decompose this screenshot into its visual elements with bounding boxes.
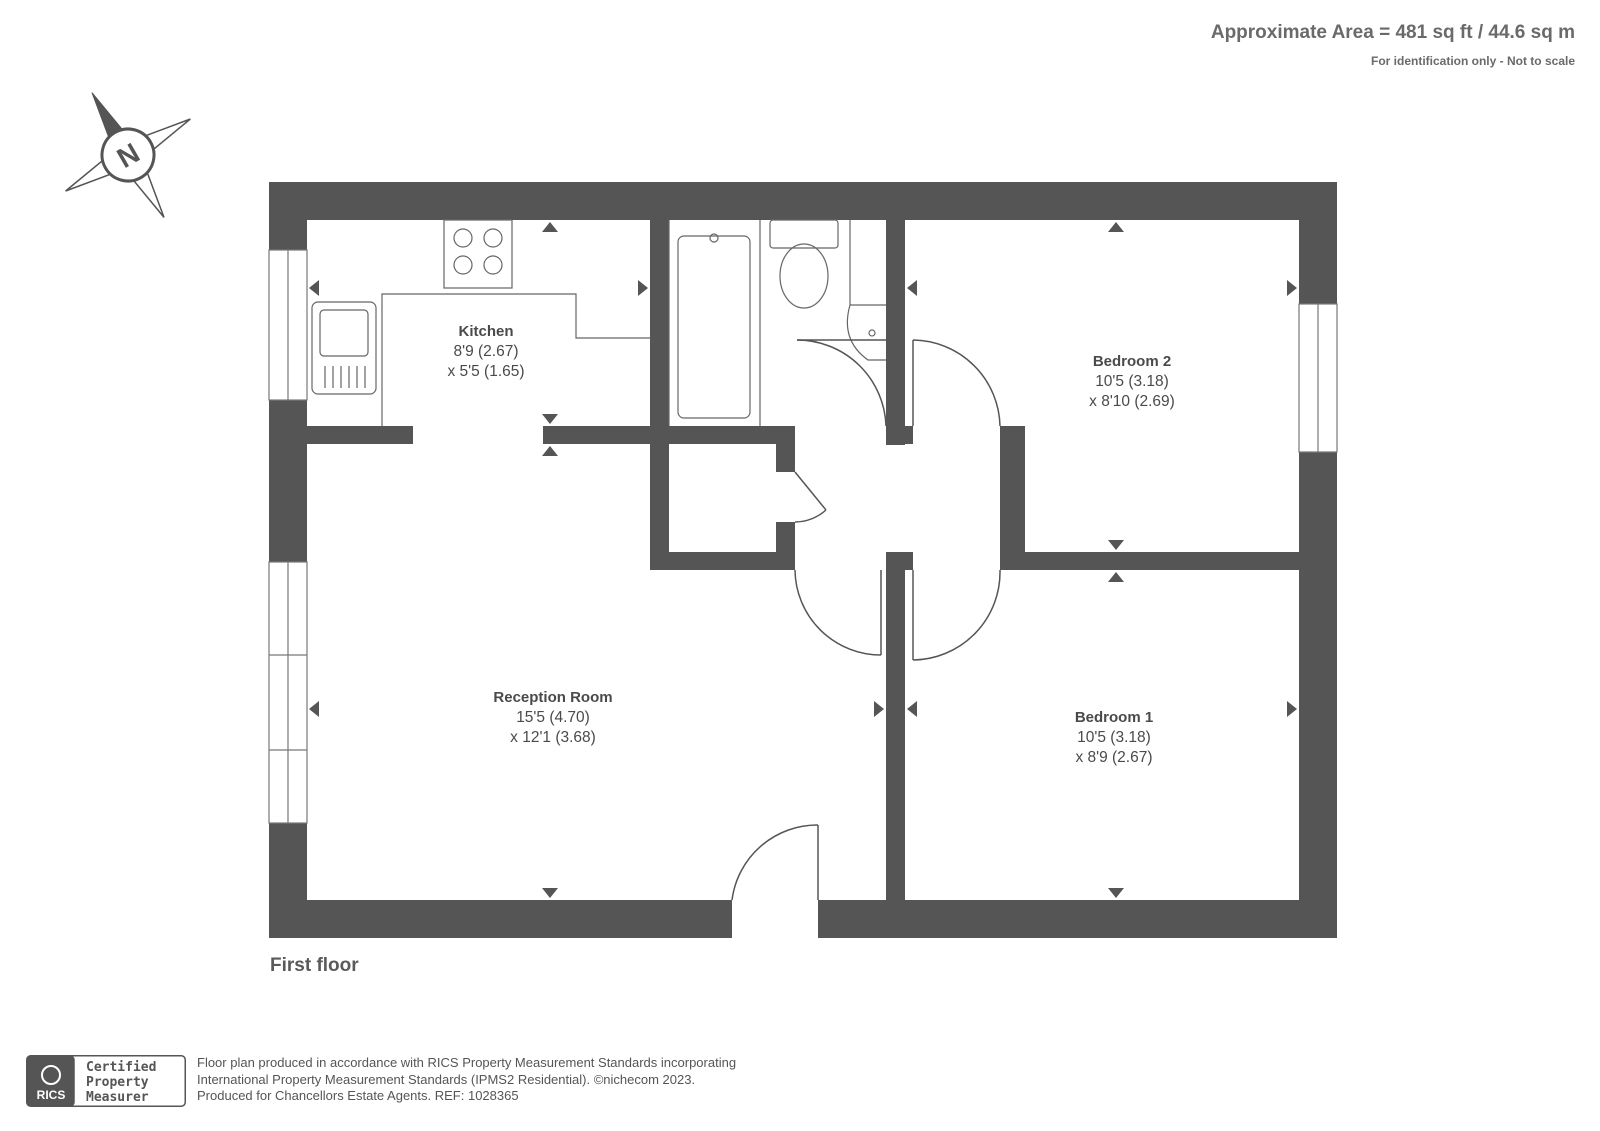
rics-crest-icon	[41, 1065, 61, 1085]
bathroom-fixtures	[668, 219, 886, 426]
dimension-markers	[309, 222, 1297, 898]
room-dimension: 15'5 (4.70)	[516, 709, 590, 726]
walls	[269, 182, 1337, 938]
room-label-reception: Reception Room 15'5 (4.70) x 12'1 (3.68)	[493, 688, 612, 748]
logo-line3: Measurer	[86, 1090, 149, 1105]
room-dimension: 10'5 (3.18)	[1077, 729, 1151, 746]
logo-line1: Certified	[86, 1060, 156, 1075]
footer-disclaimer: Floor plan produced in accordance with R…	[197, 1055, 736, 1105]
room-name: Reception Room	[493, 689, 613, 706]
footer-line: Produced for Chancellors Estate Agents. …	[197, 1088, 519, 1103]
compass-icon: N	[65, 92, 191, 218]
room-name: Bedroom 2	[1092, 353, 1172, 370]
footer-line: International Property Measurement Stand…	[197, 1071, 696, 1087]
logo-brand: RICS	[37, 1088, 66, 1102]
logo-line2: Property	[86, 1075, 149, 1090]
kitchen-fixtures	[311, 219, 650, 426]
room-dimension: 10'5 (3.18)	[1095, 373, 1169, 390]
rics-certified-logo: RICS Certified Property Measurer	[26, 1055, 186, 1107]
room-dimension: 8'9 (2.67)	[453, 343, 519, 360]
doors	[731, 339, 1001, 901]
room-dimension: x 8'10 (2.69)	[1089, 393, 1175, 410]
room-label-bedroom-2: Bedroom 2 10'5 (3.18) x 8'10 (2.69)	[1089, 352, 1175, 412]
room-dimension: x 8'9 (2.67)	[1075, 749, 1153, 766]
room-label-bedroom-1: Bedroom 1 10'5 (3.18) x 8'9 (2.67)	[1075, 708, 1153, 768]
windows	[268, 249, 1338, 824]
floor-label: First floor	[270, 955, 359, 976]
approximate-area: Approximate Area = 481 sq ft / 44.6 sq m	[1210, 22, 1575, 43]
room-name: Bedroom 1	[1074, 709, 1154, 726]
room-dimension: x 5'5 (1.65)	[447, 363, 525, 380]
room-dimension: x 12'1 (3.68)	[510, 729, 596, 746]
room-label-kitchen: Kitchen 8'9 (2.67) x 5'5 (1.65)	[447, 322, 524, 382]
footer-line: Floor plan produced in accordance with R…	[197, 1055, 737, 1070]
scale-note: For identification only - Not to scale	[1370, 54, 1575, 68]
room-name: Kitchen	[458, 323, 514, 340]
